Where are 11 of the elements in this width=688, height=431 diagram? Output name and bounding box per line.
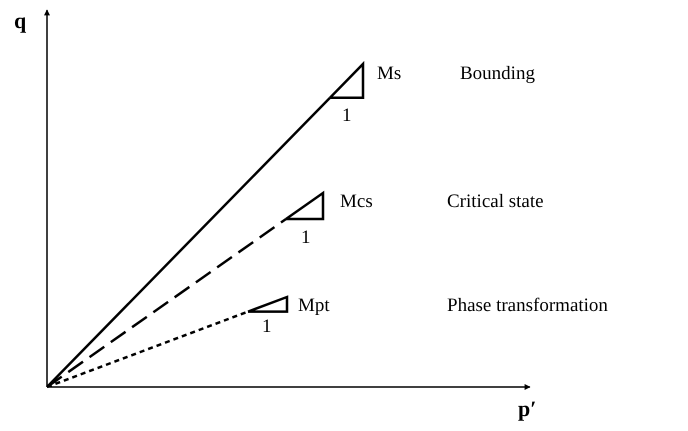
slope-value: 1 <box>262 317 272 336</box>
line-label: Critical state <box>447 192 544 211</box>
line-label: Phase transformation <box>447 296 608 315</box>
slope-label: Ms <box>377 64 402 83</box>
slope-value: 1 <box>342 106 352 125</box>
line-label: Bounding <box>460 64 535 83</box>
slope-label: Mcs <box>340 192 373 211</box>
slope-value: 1 <box>301 228 310 247</box>
slope-label: Mpt <box>298 296 330 315</box>
axis-label: q <box>14 10 26 32</box>
axis-label: p′ <box>518 398 536 420</box>
